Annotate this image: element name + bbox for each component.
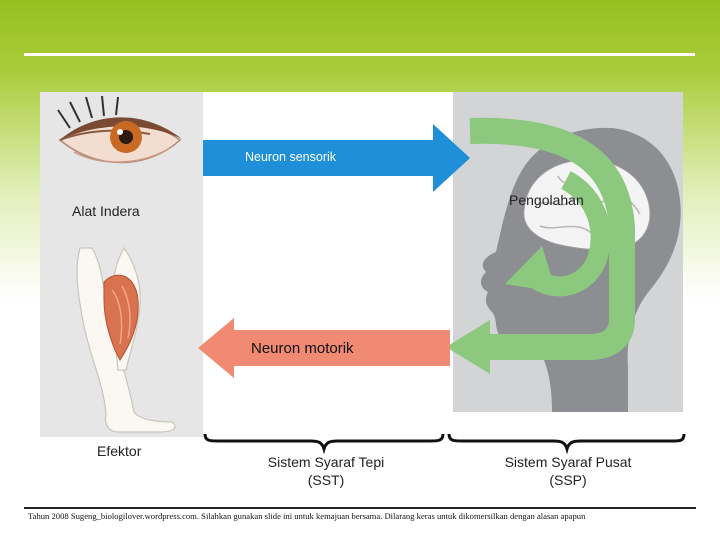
leg-icon [77, 248, 175, 432]
effector-label: Efektor [97, 443, 141, 459]
eye-icon [58, 96, 182, 163]
sense-organ-label: Alat Indera [72, 203, 140, 219]
cns-brace [449, 434, 684, 449]
footer-credit: Tahun 2008 Sugeng_biologilover.wordpress… [28, 511, 698, 521]
sensory-neuron-arrow [203, 124, 470, 192]
footer-divider [24, 507, 696, 509]
processing-label: Pengolahan [509, 192, 584, 208]
cns-label: Sistem Syaraf Pusat (SSP) [486, 453, 650, 489]
motor-neuron-label: Neuron motorik [251, 340, 354, 357]
sensory-neuron-label: Neuron sensorik [245, 150, 336, 164]
pns-brace [205, 434, 443, 449]
pns-label: Sistem Syaraf Tepi (SST) [244, 453, 408, 489]
